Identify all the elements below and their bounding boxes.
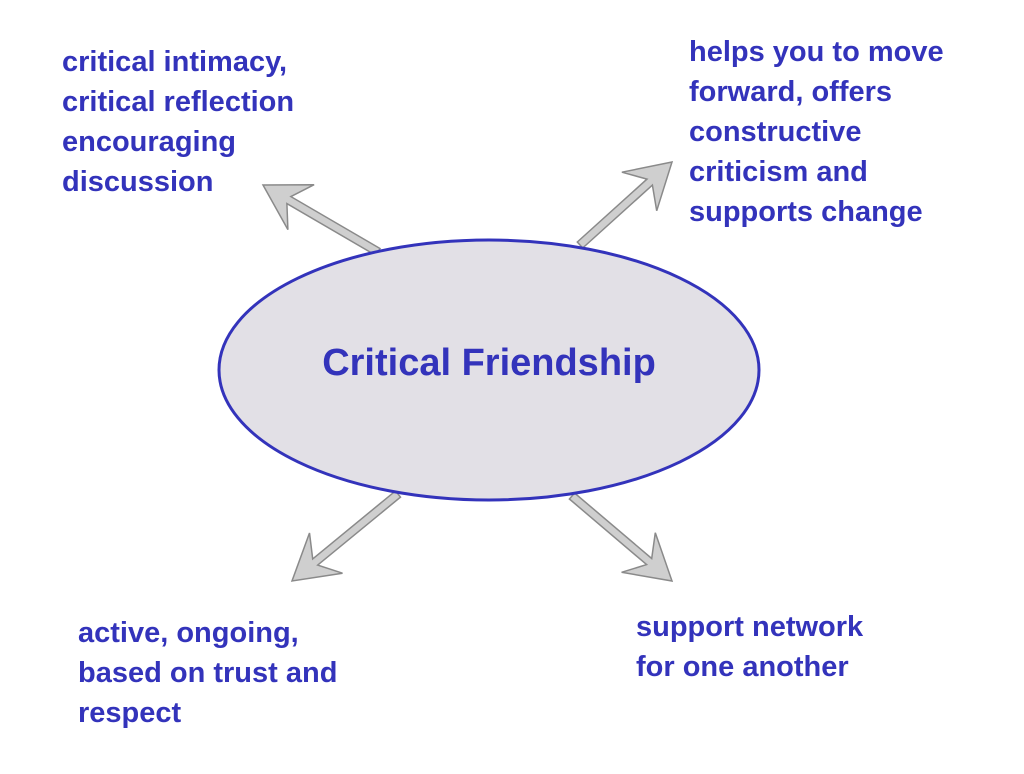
- label-top-left-line: critical intimacy,: [62, 46, 288, 78]
- arrow-top-left: [261, 183, 382, 257]
- label-bottom-left: active, ongoing, based on trust and resp…: [78, 613, 337, 733]
- arrows-group: [261, 161, 674, 582]
- arrow-bottom-right: [568, 491, 674, 582]
- label-top-right: helps you to move forward, offers constr…: [689, 32, 944, 232]
- label-top-right-line: helps you to move: [689, 36, 944, 68]
- label-top-left-line: discussion: [62, 166, 214, 198]
- label-top-left-line: encouraging: [62, 126, 237, 158]
- label-top-right-line: supports change: [689, 196, 923, 228]
- label-bottom-left-line: respect: [78, 697, 182, 729]
- label-bottom-right-line: support network: [636, 611, 864, 643]
- label-bottom-right-line: for one another: [636, 651, 849, 683]
- label-top-right-line: criticism and: [689, 156, 868, 188]
- center-ellipse: [217, 238, 761, 502]
- arrow-bottom-left: [290, 489, 402, 582]
- label-bottom-left-line: active, ongoing,: [78, 617, 299, 649]
- center-title: Critical Friendship: [322, 342, 656, 384]
- label-top-left: critical intimacy, critical reflection e…: [62, 42, 294, 202]
- arrow-top-right: [576, 161, 674, 250]
- label-bottom-right: support network for one another: [636, 607, 863, 687]
- label-top-right-line: forward, offers: [689, 76, 893, 108]
- label-top-left-line: critical reflection: [62, 86, 295, 118]
- label-bottom-left-line: based on trust and: [78, 657, 338, 689]
- label-top-right-line: constructive: [689, 116, 862, 148]
